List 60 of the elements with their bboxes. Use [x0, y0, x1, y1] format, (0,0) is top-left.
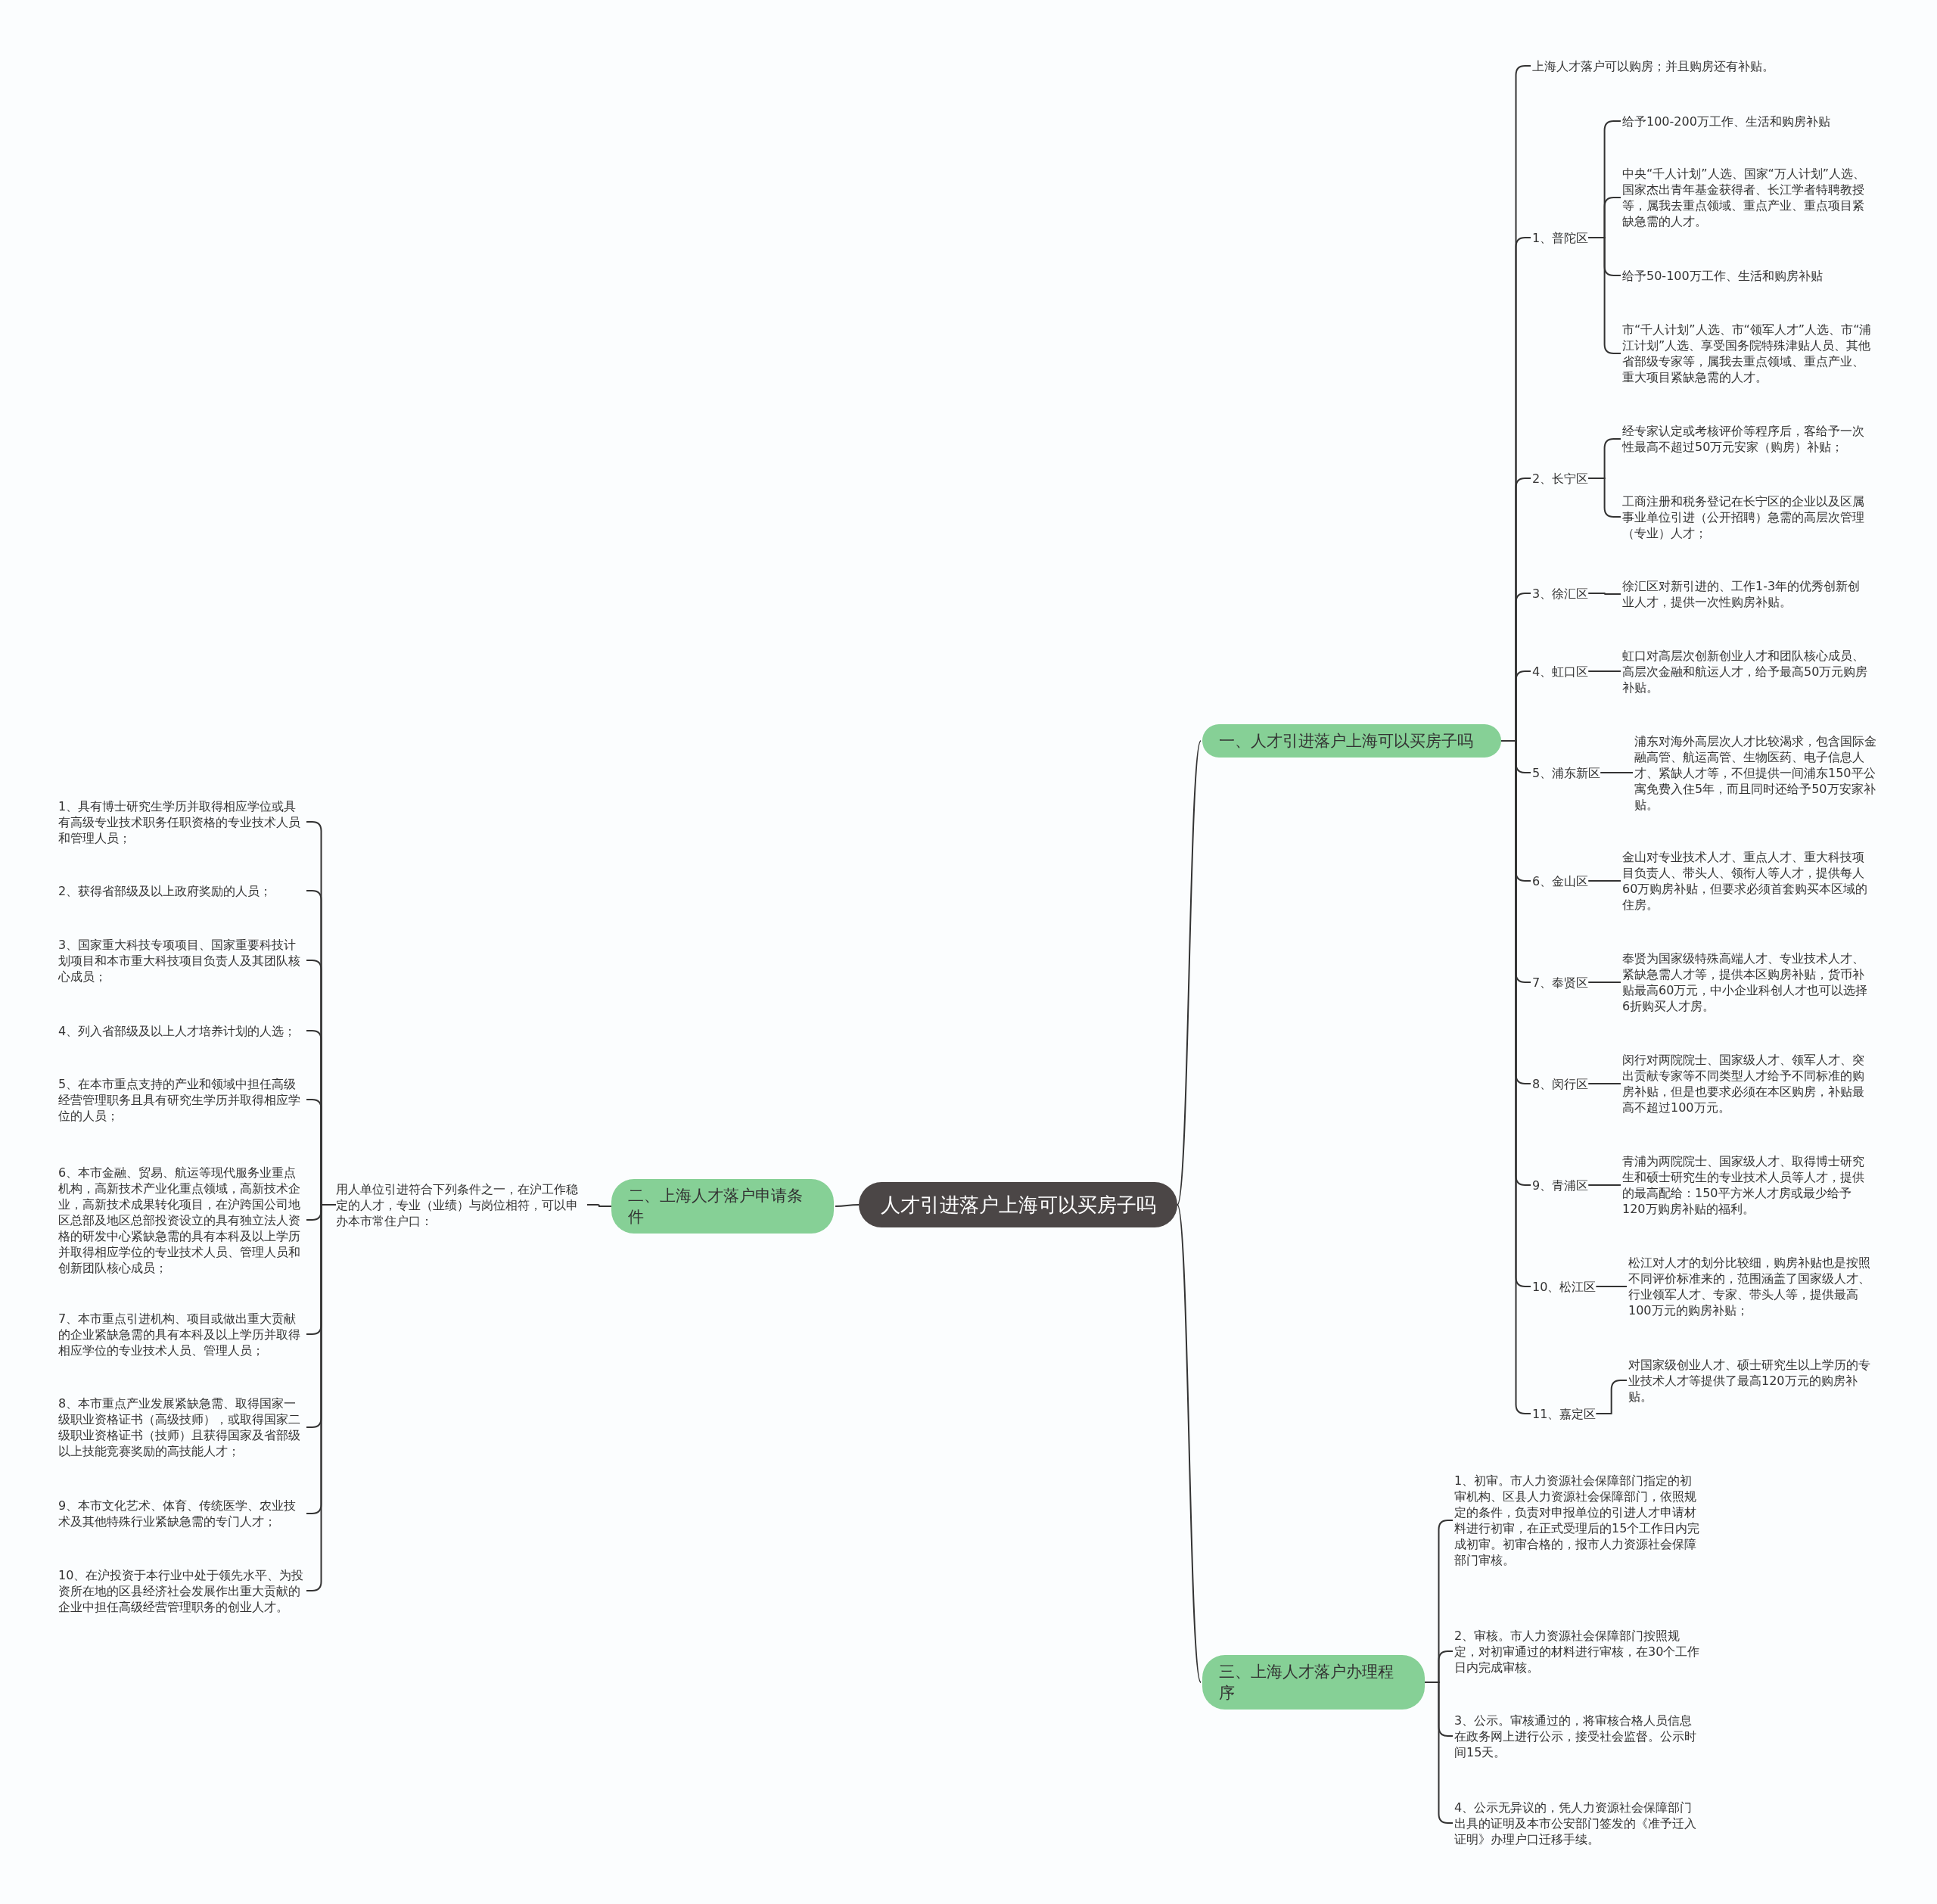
topic-text: 虹口对高层次创新创业人才和团队核心成员、高层次金融和航运人才，给予最高50万元购房补贴。 [1622, 647, 1872, 695]
connector-line [1600, 772, 1634, 773]
connector-line [1587, 982, 1621, 983]
connector-line [1587, 1184, 1621, 1186]
topic-text: 5、在本市重点支持的产业和领域中担任高级经营管理职务且具有研究生学历并取得相应学位的人员； [58, 1075, 305, 1124]
connector-line [835, 1204, 860, 1207]
topic-text: 6、金山区 [1532, 873, 1589, 889]
topic-text: 8、闵行区 [1532, 1075, 1589, 1092]
branch-topic-box: 三、上海人才落户办理程序 [1202, 1655, 1425, 1710]
topic-text: 3、徐汇区 [1532, 585, 1589, 602]
topic-text: 浦东对海外高层次人才比较渴求，包含国际金融高管、航运高管、生物医药、电子信息人才、紧缺人才等，不但提供一间浦东150平公寓免费入住5年，而且同时还给予50万安家补贴。 [1634, 733, 1884, 813]
topic-text: 10、在沪投资于本行业中处于领先水平、为投资所在地的区县经济社会发展作出重大贡献的企业中担任高级经营管理职务的创业人才。 [58, 1566, 305, 1615]
topic-text: 工商注册和税务登记在长宁区的企业以及区属事业单位引进（公开招聘）急需的高层次管理（专业）人才； [1622, 493, 1872, 541]
topic-text: 1、普陀区 [1532, 229, 1589, 246]
topic-text: 8、本市重点产业发展紧缺急需、取得国家一级职业资格证书（高级技师），或取得国家二级职业资格证书（技师）且获得国家及省部级以上技能竞赛奖励的高技能人才； [58, 1395, 305, 1459]
topic-text: 3、国家重大科技专项项目、国家重要科技计划项目和本市重大科技项目负责人及其团队核心成员； [58, 936, 305, 985]
topic-text: 徐汇区对新引进的、工作1-3年的优秀创新创业人才，提供一次性购房补贴。 [1622, 578, 1872, 610]
topic-text: 2、获得省部级及以上政府奖励的人员； [58, 882, 305, 899]
connector-line [1587, 593, 1621, 595]
connector-line [1587, 478, 1621, 518]
topic-text: 经专家认定或考核评价等程序后，客给予一次性最高不超过50万元安家（购房）补贴； [1622, 423, 1872, 455]
connector-line [1587, 670, 1621, 672]
connector-line [1595, 1380, 1628, 1414]
topic-text: 11、嘉定区 [1532, 1405, 1597, 1422]
topic-text: 给予100-200万工作、生活和购房补贴 [1622, 113, 1830, 129]
connector-line [1587, 1083, 1621, 1084]
topic-text: 金山对专业技术人才、重点人才、重大科技项目负责人、带头人、领衔人等人才，提供每人60万购房补贴，但要求必须首套购买本区域的住房。 [1622, 849, 1872, 913]
topic-text: 6、本市金融、贸易、航运等现代服务业重点机构，高新技术产业化重点领域，高新技术企业，高新技术成果转化项目，在沪跨国公司地区总部及地区总部投资设立的具有独立法人资格的研发中心紧缺急需的具有本科及以上学历并取得相应学位的专业技术人员、管理人员和创新团队核心成员； [58, 1164, 305, 1276]
topic-text: 松江对人才的划分比较细，购房补贴也是按照不同评价标准来的，范围涵盖了国家级人才、行业领军人才、专家、带头人等，提供最高100万元的购房补贴； [1628, 1255, 1878, 1318]
branch-topic-box: 一、人才引进落户上海可以买房子吗 [1202, 724, 1501, 758]
connector-line [1177, 1204, 1202, 1683]
branch-topic-box: 二、上海人才落户申请条件 [611, 1179, 834, 1234]
topic-text: 用人单位引进符合下列条件之一，在沪工作稳定的人才，专业（业绩）与岗位相符，可以申办本市常住户口： [336, 1181, 586, 1229]
topic-text: 7、奉贤区 [1532, 974, 1589, 991]
topic-text: 1、初审。市人力资源社会保障部门指定的初审机构、区县人力资源社会保障部门，依照规定的条件，负责对申报单位的引进人才申请材料进行初审，在正式受理后的15个工作日内完成初审。初审合格的，报市人力资源社会保障部门审核。 [1454, 1473, 1704, 1568]
topic-text: 7、本市重点引进机构、项目或做出重大贡献的企业紧缺急需的具有本科及以上学历并取得相应学位的专业技术人员、管理人员； [58, 1310, 305, 1358]
topic-text: 闵行对两院院士、国家级人才、领军人才、突出贡献专家等不同类型人才给予不同标准的购房补贴，但是也要求必须在本区购房，补贴最高不超过100万元。 [1622, 1052, 1872, 1115]
topic-text: 4、虹口区 [1532, 663, 1589, 680]
topic-text: 2、长宁区 [1532, 470, 1589, 487]
central-topic-box: 人才引进落户上海可以买房子吗 [859, 1182, 1177, 1227]
topic-text: 1、具有博士研究生学历并取得相应学位或具有高级专业技术职务任职资格的专业技术人员和管理人员； [58, 798, 305, 846]
topic-text: 2、审核。市人力资源社会保障部门按照规定，对初审通过的材料进行审核，在30个工作日内完成审核。 [1454, 1627, 1704, 1675]
topic-text: 5、浦东新区 [1532, 764, 1601, 781]
topic-text: 给予50-100万工作、生活和购房补贴 [1622, 267, 1823, 284]
connector-line [1587, 880, 1621, 882]
topic-text: 9、本市文化艺术、体育、传统医学、农业技术及其他特殊行业紧缺急需的专门人才； [58, 1498, 305, 1529]
topic-text: 10、松江区 [1532, 1278, 1597, 1295]
topic-text: 对国家级创业人才、硕士研究生以上学历的专业技术人才等提供了最高120万元的购房补贴。 [1628, 1356, 1878, 1405]
connector-line [586, 1204, 612, 1207]
topic-text: 市“千人计划”人选、市“领军人才”人选、市“浦江计划”人选、享受国务院特殊津贴人员、其他省部级专家等，属我去重点领域、重点产业、重大项目紧缺急需的人才。 [1622, 322, 1872, 385]
topic-text: 4、公示无异议的，凭人力资源社会保障部门出具的证明及本市公安部门签发的《准予迁入证明》办理户口迁移手续。 [1454, 1799, 1704, 1847]
topic-text: 青浦为两院院士、国家级人才、取得博士研究生和硕士研究生的专业技术人员等人才，提供的最高配给：150平方米人才房或最少给予120万购房补贴的福利。 [1622, 1153, 1872, 1217]
topic-text: 上海人才落户可以购房；并且购房还有补贴。 [1532, 58, 1774, 74]
connector-line [1177, 740, 1202, 1206]
topic-text: 中央“千人计划”人选、国家“万人计划”人选、国家杰出青年基金获得者、长江学者特聘教授等，属我去重点领域、重点产业、重点项目紧缺急需的人才。 [1622, 166, 1872, 229]
connector-line [1595, 1286, 1628, 1287]
topic-text: 4、列入省部级及以上人才培养计划的人选； [58, 1022, 305, 1039]
topic-text: 9、青浦区 [1532, 1177, 1589, 1193]
topic-text: 奉贤为国家级特殊高端人才、专业技术人才、紧缺急需人才等，提供本区购房补贴，货币补贴最高60万元，中小企业科创人才也可以选择6折购买人才房。 [1622, 950, 1872, 1014]
topic-text: 3、公示。审核通过的，将审核合格人员信息在政务网上进行公示，接受社会监督。公示时间15天。 [1454, 1712, 1704, 1760]
